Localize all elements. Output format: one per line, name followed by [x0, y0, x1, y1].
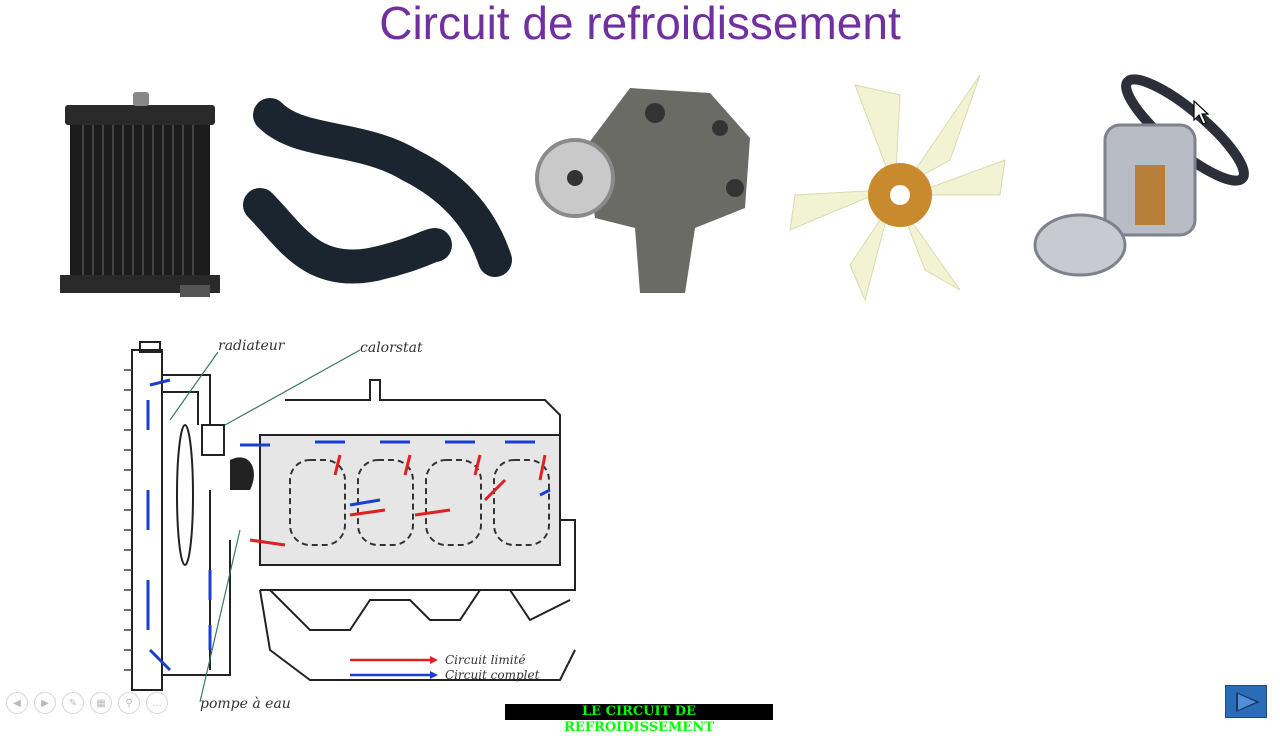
- label-pompe: pompe à eau: [200, 696, 291, 712]
- prev-icon[interactable]: ◀: [6, 692, 28, 714]
- mouse-cursor-icon: [1193, 100, 1209, 126]
- slide-title: Circuit de refroidissement: [0, 0, 1280, 46]
- water-pump-photo: [535, 78, 765, 303]
- slides-icon[interactable]: ▦: [90, 692, 112, 714]
- slide: Circuit de refroidissement: [0, 0, 1280, 720]
- thermostat-photo: [1025, 55, 1260, 295]
- slideshow-toolbar: ◀ ▶ ✎ ▦ ⚲ …: [6, 692, 168, 718]
- pen-icon[interactable]: ✎: [62, 692, 84, 714]
- next-slide-button[interactable]: [1225, 685, 1267, 718]
- next-icon[interactable]: ▶: [34, 692, 56, 714]
- hoses-photo: [240, 95, 520, 300]
- fan-photo: [785, 65, 1010, 305]
- label-calorstat: calorstat: [360, 340, 423, 356]
- engine-block-schematic: [260, 380, 575, 680]
- zoom-icon[interactable]: ⚲: [118, 692, 140, 714]
- cooling-circuit-diagram: radiateur calorstat pompe à eau Circuit …: [110, 330, 600, 720]
- footer-label: LE CIRCUIT DE REFROIDISSEMENT: [505, 704, 773, 720]
- play-arrow-icon: [1232, 690, 1262, 714]
- legend-limite: Circuit limité: [445, 653, 526, 667]
- legend-complet: Circuit complet: [445, 668, 540, 682]
- more-icon[interactable]: …: [146, 692, 168, 714]
- radiator-photo: [55, 90, 225, 300]
- label-radiateur: radiateur: [218, 338, 286, 354]
